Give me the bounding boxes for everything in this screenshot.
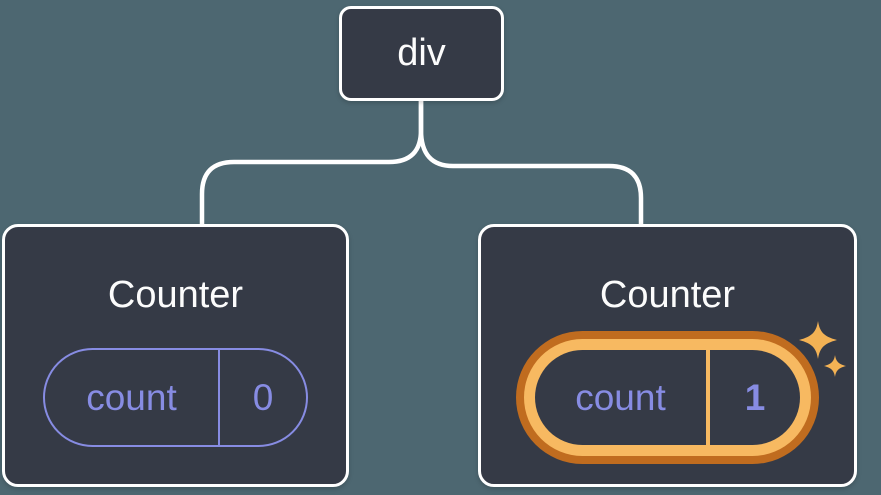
state-divider	[706, 350, 710, 445]
state-highlight-ring: count 1	[516, 331, 819, 464]
connector-left-branch	[199, 101, 424, 226]
state-value: 1	[744, 376, 766, 418]
state-highlight-ring-inner: count 1	[524, 339, 811, 456]
state-divider	[218, 350, 220, 445]
state-value: 0	[252, 376, 274, 418]
state-pill-highlighted: count 1	[535, 350, 800, 445]
counter-node-left: Counter count 0	[2, 224, 349, 487]
root-node-label: div	[397, 32, 446, 74]
counter-title: Counter	[107, 274, 244, 316]
counter-node-right: Counter count 1	[478, 224, 857, 487]
counter-title: Counter	[599, 274, 736, 316]
state-name: count	[575, 376, 666, 418]
root-node: div	[339, 6, 504, 101]
sparkle-icon-small	[824, 355, 846, 377]
state-name: count	[86, 376, 177, 418]
connector-right-branch	[418, 101, 644, 226]
state-pill: count 0	[43, 348, 308, 447]
sparkle-icon-large	[799, 321, 837, 359]
